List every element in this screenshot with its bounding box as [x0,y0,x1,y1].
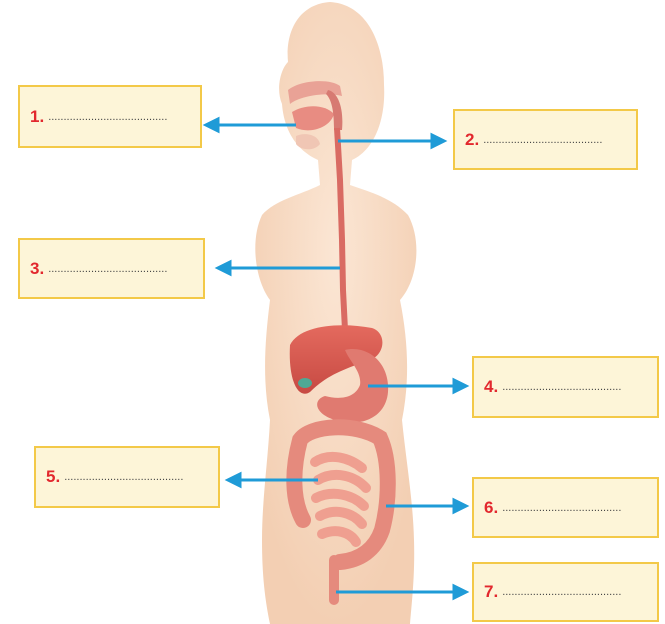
answer-blank-2[interactable]: ....................................... [483,134,602,146]
label-number-2: 2. [465,130,479,150]
label-box-7[interactable]: 7. .....................................… [472,562,659,622]
label-box-2[interactable]: 2. .....................................… [453,109,638,170]
answer-blank-3[interactable]: ....................................... [48,263,167,275]
label-number-3: 3. [30,259,44,279]
label-box-5[interactable]: 5. .....................................… [34,446,220,508]
label-number-1: 1. [30,107,44,127]
label-box-4[interactable]: 4. .....................................… [472,356,659,418]
answer-blank-1[interactable]: ....................................... [48,111,167,123]
label-number-6: 6. [484,498,498,518]
label-number-4: 4. [484,377,498,397]
gallbladder [298,378,312,388]
label-box-1[interactable]: 1. .....................................… [18,85,202,148]
answer-blank-6[interactable]: ....................................... [502,502,621,514]
label-box-6[interactable]: 6. .....................................… [472,477,659,538]
answer-blank-7[interactable]: ....................................... [502,586,621,598]
label-box-3[interactable]: 3. .....................................… [18,238,205,299]
answer-blank-4[interactable]: ....................................... [502,381,621,393]
label-number-5: 5. [46,467,60,487]
label-number-7: 7. [484,582,498,602]
answer-blank-5[interactable]: ....................................... [64,471,183,483]
